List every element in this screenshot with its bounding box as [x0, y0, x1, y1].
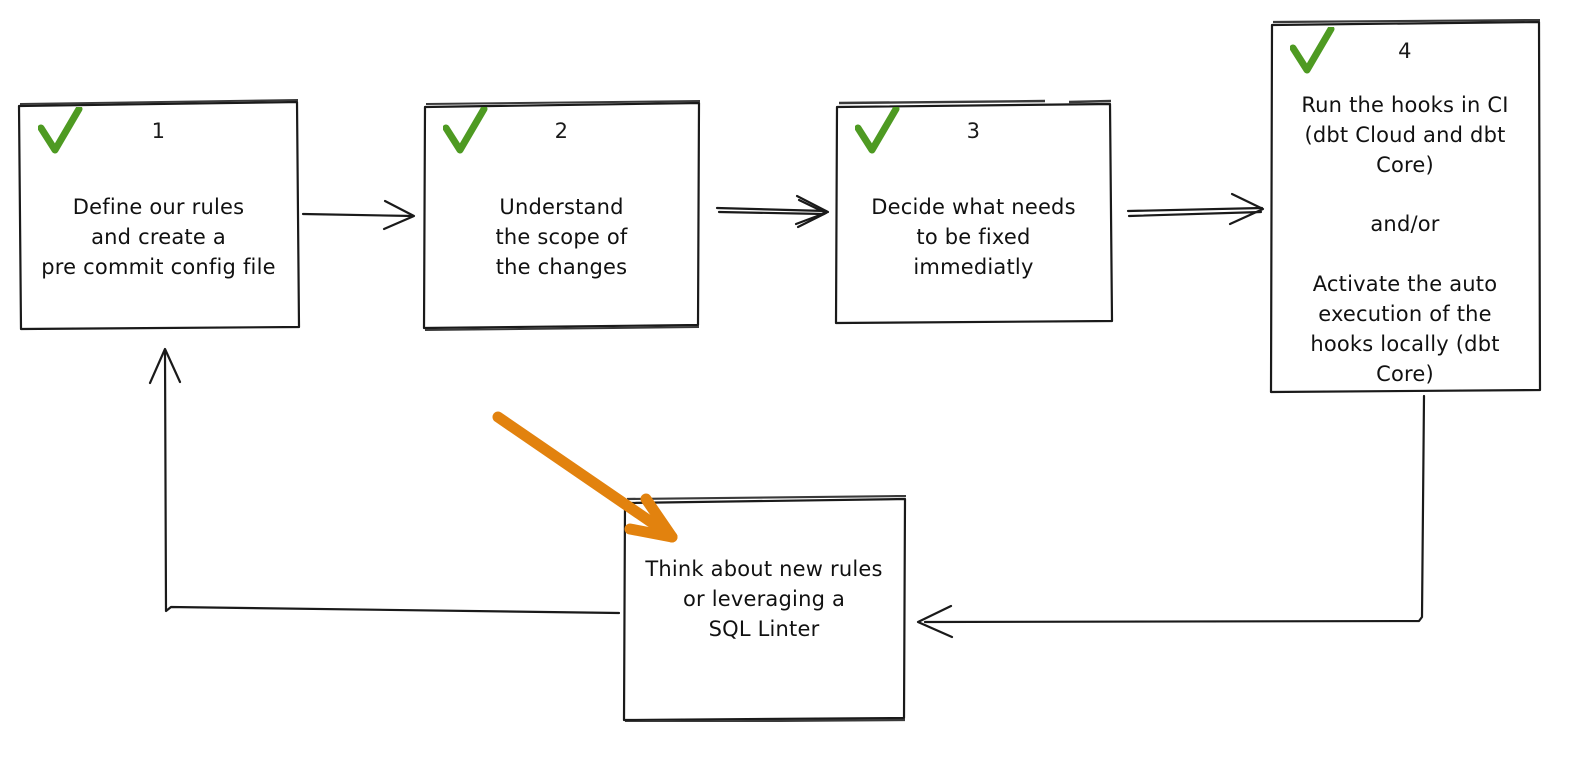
- flow-node-step-1[interactable]: 1 Define our rules and create a pre comm…: [16, 99, 301, 331]
- check-mark-icon: [855, 107, 900, 154]
- step-description: Understand the scope of the changes: [495, 195, 628, 279]
- step-number: 2: [554, 119, 569, 143]
- edge-step3-step4: [1126, 192, 1265, 226]
- step-description: Define our rules and create a pre commit…: [41, 195, 276, 279]
- check-mark-icon: [38, 107, 83, 154]
- flow-node-step-3[interactable]: 3 Decide what needs to be fixed immediat…: [833, 99, 1114, 325]
- edge-loopbox-step1: [148, 347, 621, 615]
- step-description: Decide what needs to be fixed immediatly: [871, 195, 1076, 279]
- edge-step2-step3: [715, 194, 830, 229]
- edge-step4-loopbox: [916, 394, 1426, 639]
- loop-description: Think about new rules or leveraging a SQ…: [645, 557, 883, 641]
- flow-node-loop-back[interactable]: Think about new rules or leveraging a SQ…: [620, 495, 908, 722]
- check-mark-icon: [443, 107, 488, 154]
- step-description-connector: and/or: [1370, 212, 1440, 237]
- step-number: 3: [966, 119, 981, 143]
- flow-node-step-4[interactable]: 4 Run the hooks in CI (dbt Cloud and dbt…: [1268, 19, 1542, 394]
- step-description-part-1: Run the hooks in CI (dbt Cloud and dbt C…: [1301, 93, 1509, 177]
- step-number: 4: [1398, 39, 1412, 63]
- check-mark-icon: [1290, 27, 1335, 74]
- step-number: 1: [151, 119, 166, 143]
- flow-node-step-2[interactable]: 2 Understand the scope of the changes: [421, 99, 702, 331]
- edge-step1-step2: [301, 199, 416, 231]
- step-description-stack: Run the hooks in CI (dbt Cloud and dbt C…: [1268, 91, 1542, 390]
- step-description-part-2: Activate the auto execution of the hooks…: [1310, 272, 1500, 386]
